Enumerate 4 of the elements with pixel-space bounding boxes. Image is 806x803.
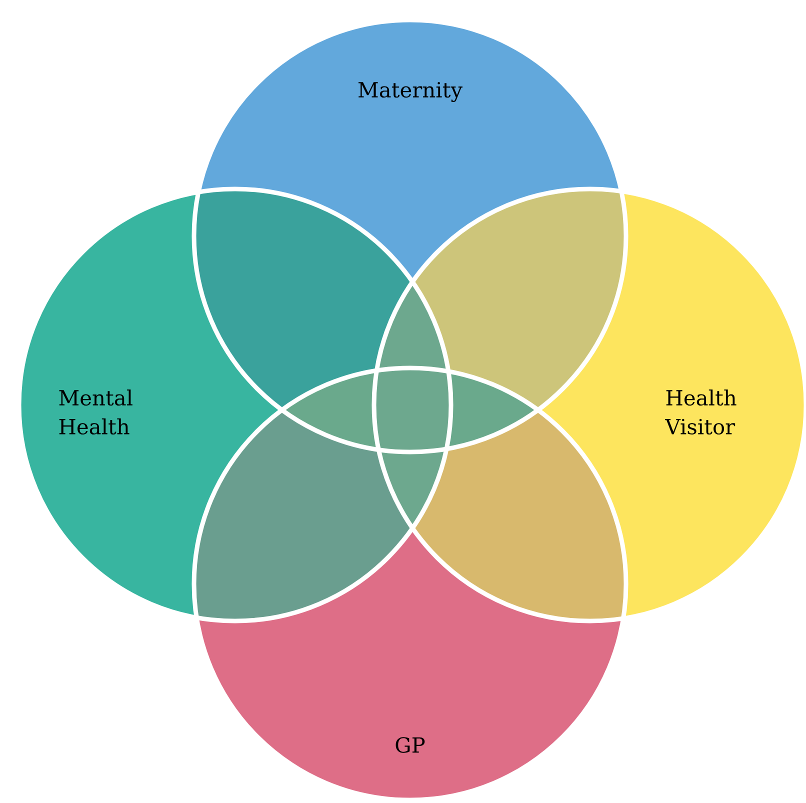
circle-label: GP bbox=[396, 737, 425, 753]
circle-label: Mental Health bbox=[59, 389, 132, 435]
circle-label: Maternity bbox=[358, 82, 462, 102]
circle-label: Health Visitor bbox=[665, 389, 736, 435]
